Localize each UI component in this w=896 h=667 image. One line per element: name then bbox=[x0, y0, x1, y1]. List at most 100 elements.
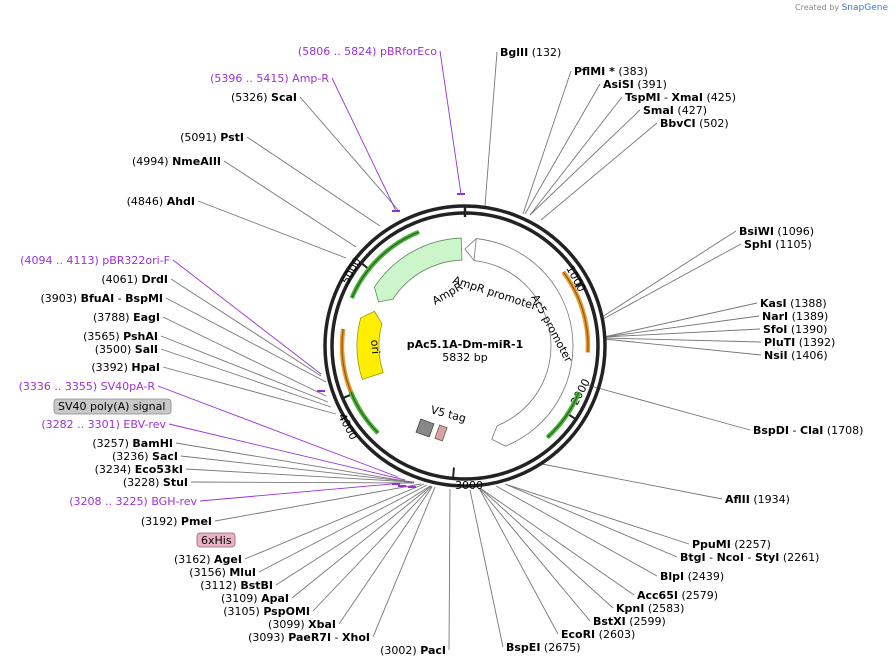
leader-line bbox=[529, 109, 641, 216]
site-label: BlpI (2439) bbox=[660, 570, 724, 583]
site-label: BstXI (2599) bbox=[593, 615, 666, 628]
leader-line bbox=[603, 315, 760, 338]
site-label: (3257) BamHI bbox=[92, 437, 173, 450]
site-label: SfoI (1390) bbox=[763, 323, 827, 336]
leader-line bbox=[175, 442, 412, 483]
leader-line bbox=[258, 484, 428, 573]
site-label: TspMI - XmaI (425) bbox=[625, 91, 736, 104]
site-label: PluTI (1392) bbox=[764, 336, 835, 349]
site-label: (3156) MluI bbox=[189, 566, 256, 579]
leader-line bbox=[299, 96, 400, 212]
his-tag-feature bbox=[434, 424, 448, 442]
site-label: AflII (1934) bbox=[725, 493, 790, 506]
svg-text:SV40 poly(A) signal: SV40 poly(A) signal bbox=[58, 400, 165, 413]
leader-line bbox=[338, 486, 433, 625]
plasmid-size: 5832 bp bbox=[442, 351, 487, 364]
tick-mark bbox=[451, 467, 455, 479]
site-label: EcoRI (2603) bbox=[561, 628, 635, 641]
leader-line bbox=[275, 485, 431, 586]
site-label: (3093) PaeR7I - XhoI bbox=[248, 631, 370, 644]
site-label: (3903) BfuAI - BspMI bbox=[40, 292, 163, 305]
site-label: (3002) PacI bbox=[380, 644, 446, 657]
leader-line bbox=[601, 230, 737, 318]
snapgene-credit: Created by SnapGene bbox=[795, 3, 888, 13]
site-label: (3192) PmeI bbox=[141, 515, 212, 528]
site-label: (3234) Eco53kI bbox=[95, 463, 183, 476]
primer-label: (3208 .. 3225) BGH-rev bbox=[69, 495, 197, 508]
leader-line bbox=[469, 489, 504, 648]
svg-text:6xHis: 6xHis bbox=[201, 534, 232, 547]
site-label: PpuMI (2257) bbox=[692, 538, 771, 551]
leader-line bbox=[495, 485, 658, 577]
leader-line bbox=[603, 338, 762, 356]
leader-line bbox=[529, 96, 623, 216]
leader-line bbox=[331, 77, 397, 212]
primer-arc-ori-green-core bbox=[350, 391, 379, 434]
leader-line bbox=[185, 468, 414, 483]
site-label: (3099) XbaI bbox=[268, 618, 336, 631]
site-label: (4846) AhdI bbox=[127, 195, 195, 208]
leader-line bbox=[603, 337, 762, 343]
his-tag-box: 6xHis bbox=[196, 532, 236, 548]
plasmid-name: pAc5.1A-Dm-miR-1 bbox=[407, 338, 524, 351]
site-label: (4061) DrdI bbox=[101, 273, 168, 286]
site-label: (3788) EagI bbox=[93, 311, 160, 324]
site-label: BglII (132) bbox=[500, 46, 561, 59]
site-label: (3500) SalI bbox=[95, 343, 158, 356]
leader-line bbox=[603, 302, 758, 338]
leader-line bbox=[540, 122, 658, 221]
leader-line bbox=[190, 481, 415, 484]
ac5-promoter-arrow bbox=[473, 238, 574, 447]
sv40-polya-box: SV40 poly(A) signal bbox=[53, 398, 172, 415]
site-label: (4994) NmeAIII bbox=[132, 155, 221, 168]
leader-line bbox=[479, 487, 635, 596]
site-label: (3162) AgeI bbox=[174, 553, 242, 566]
leader-line bbox=[160, 335, 329, 403]
site-label: NarI (1389) bbox=[762, 310, 828, 323]
leader-line bbox=[214, 483, 422, 522]
leader-line bbox=[522, 70, 572, 215]
site-label: (5091) PstI bbox=[180, 131, 244, 144]
primer-label: (5806 .. 5824) pBRforEco bbox=[298, 45, 437, 58]
primer-arc-ac5-rev-core bbox=[546, 391, 580, 438]
site-label: NsiI (1406) bbox=[764, 349, 828, 362]
leader-line bbox=[479, 487, 614, 609]
site-label: BbvCI (502) bbox=[660, 117, 729, 130]
site-label: (3565) PshAI bbox=[83, 330, 158, 343]
leader-line bbox=[504, 483, 678, 558]
leader-line bbox=[172, 259, 322, 375]
leader-line bbox=[223, 160, 357, 248]
primer-label: (5396 .. 5415) Amp-R bbox=[210, 72, 329, 85]
leader-line bbox=[504, 483, 690, 545]
leader-line bbox=[448, 488, 451, 651]
site-label: KasI (1388) bbox=[760, 297, 827, 310]
site-label: BspDI - ClaI (1708) bbox=[753, 424, 863, 437]
site-label: AsiSI (391) bbox=[603, 78, 667, 91]
site-label: KpnI (2583) bbox=[616, 602, 684, 615]
leader-line bbox=[170, 278, 322, 377]
primer-arc-ampr-green-core bbox=[351, 231, 420, 299]
leader-line bbox=[180, 455, 414, 483]
ori-arrow bbox=[356, 310, 384, 380]
site-label: SmaI (427) bbox=[643, 104, 707, 117]
ampr-arrow bbox=[373, 237, 463, 303]
site-label: (3228) StuI bbox=[123, 476, 188, 489]
leader-line bbox=[312, 485, 433, 612]
primer-label: (3336 .. 3355) SV40pA-R bbox=[19, 380, 156, 393]
site-label: (3112) BstBI bbox=[200, 579, 273, 592]
leader-line bbox=[602, 243, 742, 320]
leader-lines bbox=[157, 50, 762, 651]
site-label: BtgI - NcoI - StyI (2261) bbox=[680, 551, 819, 564]
site-labels: BglII (132)PflMI * (383)AsiSI (391)TspMI… bbox=[19, 45, 864, 657]
leader-line bbox=[603, 328, 761, 338]
tick-label: 4000 bbox=[335, 411, 360, 442]
leader-line bbox=[541, 463, 723, 500]
primer-label: (3282 .. 3301) EBV-rev bbox=[41, 418, 166, 431]
primer-label: (4094 .. 4113) pBR322ori-F bbox=[20, 254, 170, 267]
site-label: (3105) PspOMI bbox=[223, 605, 310, 618]
site-label: (3109) ApaI bbox=[221, 592, 289, 605]
leader-line bbox=[244, 483, 425, 560]
ori-label: ori bbox=[368, 339, 382, 354]
leader-line bbox=[162, 316, 327, 397]
